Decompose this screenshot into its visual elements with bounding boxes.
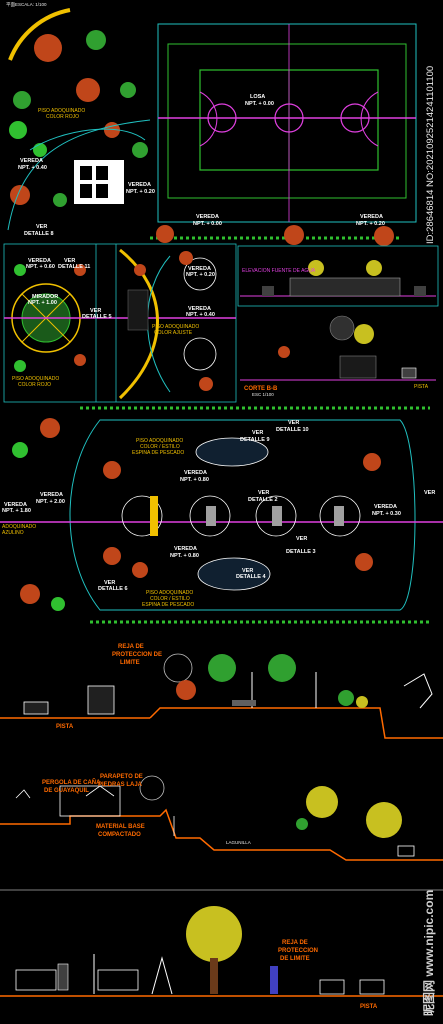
pista-a-label: PISTA [56,724,74,730]
lagunilla-label: LAGUNILLA [226,840,251,845]
reja-1-line-3: LIMITE [120,660,140,666]
material-line-2: COMPACTADO [98,832,141,838]
ver-detalle-4-b: DETALLE 4 [236,574,266,580]
ver-detalle-3-a: VER [296,536,307,542]
piso-espina-2-a: PISO ADOQUINADO [146,590,193,596]
vereda-small-1-label: VEREDA [28,258,51,264]
vereda-3-level: NPT. + 0.00 [193,221,222,227]
ver-detalle-9-a: VER [252,430,263,436]
vereda-m2-label: VEREDA [40,492,63,498]
losa-level: NPT. + 0.00 [245,101,274,107]
pergola-line-1: PERGOLA DE CAÑA [42,779,101,786]
garden-top-left [7,8,151,231]
site-watermark: 昵图网 www.nipic.com [422,890,436,1016]
vereda-small-3-level: NPT. + 0.20 [186,272,215,278]
ver-detalle-4-a: VER [242,568,253,574]
section-3 [0,889,443,997]
piso-espina-2-b: COLOR / ESTILO [150,596,190,602]
vereda-left-level: NPT. + 1.80 [2,508,31,514]
pista-1-label: PISTA [414,384,429,390]
piso-rojo-left-2: COLOR ROJO [18,382,51,388]
ver-detalle-10-a: VER [288,420,299,426]
vereda-m4-label: VEREDA [174,546,197,552]
reja-2-line-3: DE LIMITE [280,956,310,962]
id-watermark: ID:28646814 NO:20210925214241101100 [425,66,436,244]
vereda-m4-level: NPT. + 0.80 [170,553,199,559]
piso-ajuste-1: PISO ADOQUINADO [152,324,199,330]
elevacion-label: ELEVACION FUENTE DE AGUA [242,268,316,274]
reja-2-line-2: PROTECCION [278,948,318,954]
parapeto-line-2: PIEDRAS LAJA [98,782,143,788]
reja-1-line-2: PROTECCION DE [112,652,162,658]
corte-bb-scale: ESC 1/100 [252,392,274,397]
reja-2-line-1: REJA DE [282,940,308,946]
site-watermark-text: 昵图网 www.nipic.com [422,890,436,1016]
reja-1-line-1: REJA DE [118,644,144,650]
ver-detalle-3-b: DETALLE 3 [286,549,316,555]
section-2 [0,775,443,861]
vereda-2-level: NPT. + 0.20 [126,189,155,195]
piso-ajuste-2: COLOR AJUSTE [154,330,193,336]
vereda-3-label: VEREDA [196,214,219,220]
ver-detalle-10-b: DETALLE 10 [276,427,309,433]
mirador-level: NPT. + 1.00 [28,300,57,306]
sports-court [157,23,417,223]
vereda-left-label: VEREDA [4,502,27,508]
piso-rojo-left-1: PISO ADOQUINADO [12,376,59,382]
ver-detalle-11-b: DETALLE 11 [58,264,90,270]
piso-espina-1-a: PISO ADOQUINADO [136,438,183,444]
vereda-m1-label: VEREDA [184,470,207,476]
site-plan: 平面ESCALA: 1/100 LOSA NPT. + 0.00 [0,2,443,624]
vereda-m1-level: NPT. + 0.80 [180,477,209,483]
vereda-m5-label: VEREDA [374,504,397,510]
piso-espina-1-c: ESPINA DE PESCADO [132,450,184,456]
vereda-small-1-level: NPT. + 0.60 [26,264,55,270]
ver-detalle-5-a: VER [90,308,101,314]
vereda-small-2-label: VEREDA [188,306,211,312]
piso-rojo-label-1: PISO ADOQUINADO [38,108,85,114]
vereda-m5-level: NPT. + 0.30 [372,511,401,517]
mirador-plaza [3,243,237,403]
vereda-2-label: VEREDA [128,182,151,188]
ver-detalle-2-a: VER [258,490,269,496]
ver-detalle-6-b: DETALLE 6 [98,586,128,592]
ver-detalle-2-b: DETALLE 2 [248,497,278,503]
vereda-1-level: NPT. + 0.40 [18,165,47,171]
material-line-1: MATERIAL BASE [96,824,145,830]
corte-bb-drawing [240,315,436,381]
ver-right-label: VER [424,490,435,496]
vereda-small-2-level: NPT. + 0.40 [186,312,215,318]
vereda-small-3-label: VEREDA [188,266,211,272]
piso-espina-2-c: ESPINA DE PESCADO [142,602,194,608]
piso-rojo-label-2: COLOR ROJO [46,114,79,120]
adoquinado-azul-1: ADOQUINADO [2,524,36,530]
ver-detalle-8-a: VER [36,224,47,230]
ver-detalle-11-a: VER [64,258,75,264]
pergola-line-2: DE GUAYAQUIL [44,788,89,794]
ver-detalle-5-b: DETALLE 5 [82,314,112,320]
ver-detalle-9-b: DETALLE 9 [240,437,270,443]
fountain-elevation [237,245,439,307]
hedge-row-1 [150,225,400,246]
adoquinado-azul-2: AZULINO [2,530,24,536]
piso-espina-1-b: COLOR / ESTILO [140,444,180,450]
vereda-1-label: VEREDA [20,158,43,164]
elevation-sections: REJA DE PROTECCION DE LIMITE PISTA PERGO… [0,628,443,1024]
ver-detalle-8-b: DETALLE 8 [24,231,54,237]
corte-bb-label: CORTE B-B [244,386,278,392]
mirador-label: MIRADOR [32,294,58,300]
vereda-m2-level: NPT. + 2.00 [36,499,65,505]
vereda-4-label: VEREDA [360,214,383,220]
id-watermark-text: ID:28646814 NO:20210925214241101100 [425,66,436,244]
parapeto-line-1: PARAPETO DE [100,774,143,780]
losa-label: LOSA [250,94,265,100]
vereda-4-level: NPT. + 0.20 [356,221,385,227]
park-lower-plan [0,418,443,624]
plan-header: 平面ESCALA: 1/100 [6,2,47,8]
section-1 [0,653,443,739]
ver-detalle-6-a: VER [104,580,115,586]
pista-b-label: PISTA [360,1004,378,1010]
